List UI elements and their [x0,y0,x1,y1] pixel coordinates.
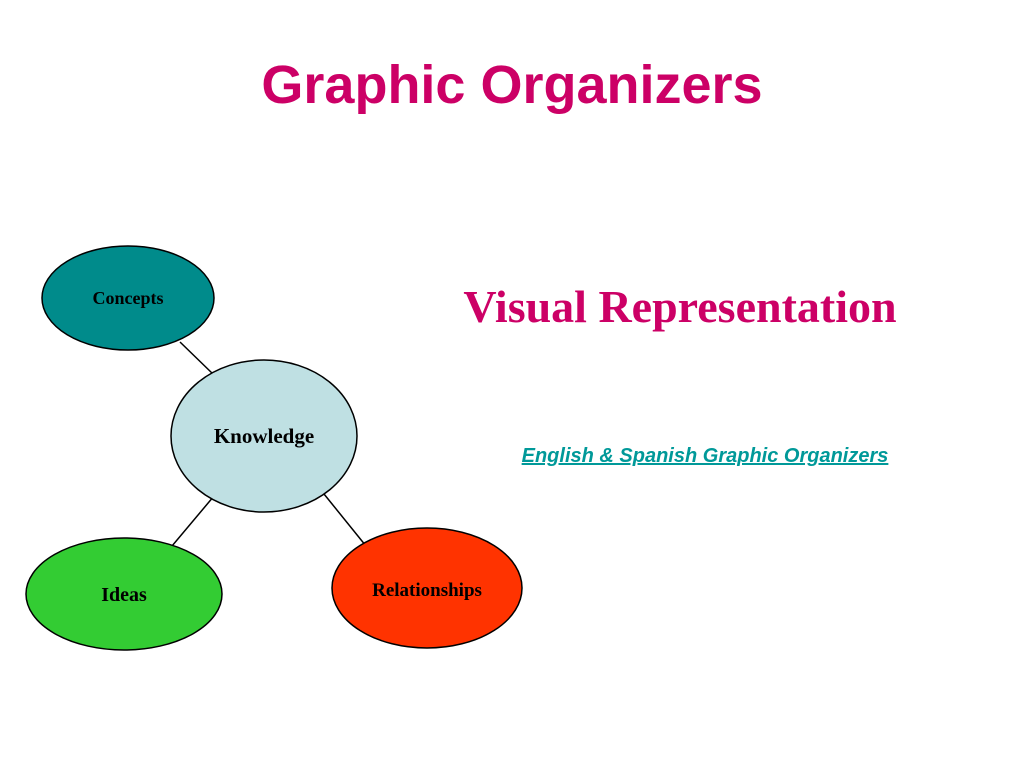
node-concepts: Concepts [41,245,215,351]
english-spanish-organizers-link[interactable]: English & Spanish Graphic Organizers [521,445,889,467]
node-knowledge-shape [170,359,358,513]
node-relationships-shape [331,527,523,649]
node-ideas-label: Ideas [101,584,147,606]
node-knowledge-label: Knowledge [214,424,314,448]
node-relationships: Relationships [331,527,523,649]
connector-ideas-knowledge [171,495,215,547]
slide-subtitle: Visual Representation [463,281,897,332]
connector-relationships-knowledge [323,493,367,547]
node-concepts-label: Concepts [93,288,164,308]
node-ideas-shape [25,537,223,651]
node-knowledge: Knowledge [170,359,358,513]
node-concepts-shape [41,245,215,351]
connector-concepts-knowledge [179,341,215,376]
node-relationships-label: Relationships [372,580,482,601]
node-ideas: Ideas [25,537,223,651]
slide-title: Graphic Organizers [261,55,763,115]
